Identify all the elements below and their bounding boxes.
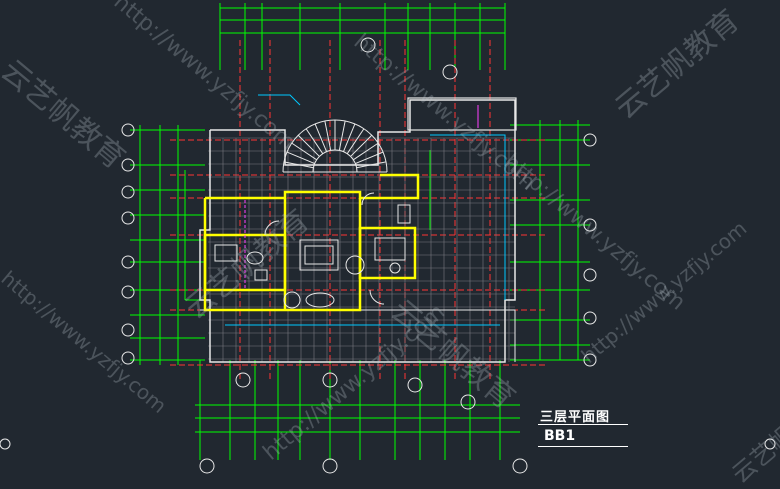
axis-bubble: [407, 377, 423, 393]
stair-tread: [350, 134, 373, 157]
stair-inner-arc: [312, 149, 358, 173]
wall-central: [203, 198, 362, 312]
axis-bubble: [121, 123, 135, 137]
axis-bubble: [121, 323, 135, 337]
axis-bubble: [235, 372, 251, 388]
axis-bubble: [121, 285, 135, 299]
axis-bubble: [360, 37, 376, 53]
axis-bubble: [121, 255, 135, 269]
axis-bubble: [322, 372, 338, 388]
axis-bubble: [199, 458, 215, 474]
spiral-stair: [282, 119, 388, 173]
stair-tread: [338, 120, 346, 151]
basin: [246, 251, 264, 265]
drawing-code: BB1: [544, 428, 576, 444]
outer-outline: [199, 99, 516, 363]
axis-bubble: [764, 438, 776, 450]
door-swing: [369, 289, 385, 305]
chair: [389, 262, 401, 274]
stair-tread: [305, 128, 324, 154]
plant: [283, 291, 301, 309]
walls: [199, 94, 517, 363]
stair-tread: [291, 142, 317, 161]
axis-bubble: [583, 218, 597, 232]
door-swing: [361, 192, 375, 206]
desk: [374, 237, 406, 261]
toilet: [254, 269, 268, 281]
axis-bubble: [583, 133, 597, 147]
stair-tread: [297, 134, 320, 157]
axis-bubble: [442, 64, 458, 80]
axis-bubble: [0, 438, 11, 450]
stair-tread: [355, 151, 384, 165]
stair-tread: [286, 151, 315, 165]
axis-bubble: [583, 353, 597, 367]
sofa-cushion: [304, 245, 334, 265]
stair-tread: [342, 123, 356, 152]
stair-tread: [314, 123, 328, 152]
stair-tread: [353, 142, 379, 161]
axis-bubble: [583, 268, 597, 282]
balcony-box: [407, 97, 517, 131]
stair-tread: [324, 120, 332, 151]
axis-bubble: [460, 394, 476, 410]
furniture: [214, 192, 411, 309]
stair-outer-arc: [282, 119, 388, 173]
sofa: [299, 239, 339, 271]
cad-floor-plan-canvas[interactable]: [0, 0, 780, 475]
title-underline: [538, 446, 628, 447]
side-table: [345, 255, 365, 275]
axis-bubble: [121, 185, 135, 199]
axis-bubble: [583, 311, 597, 325]
axis-bubble: [322, 458, 338, 474]
bathtub: [214, 244, 238, 262]
axis-bubble: [121, 211, 135, 225]
stair-tread: [356, 161, 387, 169]
axis-bubble: [121, 351, 135, 365]
axis-bubble: [512, 458, 528, 474]
door-swing: [264, 220, 280, 236]
wall-north: [205, 173, 420, 200]
leader-line: [258, 94, 301, 106]
axis-bubble: [121, 158, 135, 172]
table: [305, 292, 335, 308]
drawing-title: 三层平面图: [540, 410, 611, 425]
stair-tread: [283, 161, 314, 169]
terrace-edge: [200, 309, 516, 362]
axis-bubbles: [0, 37, 776, 474]
stair-tread: [346, 128, 365, 154]
cyan-line: [430, 134, 506, 300]
cabinet: [397, 204, 411, 224]
title-underline: [538, 424, 628, 425]
axis-lines: [170, 40, 545, 380]
